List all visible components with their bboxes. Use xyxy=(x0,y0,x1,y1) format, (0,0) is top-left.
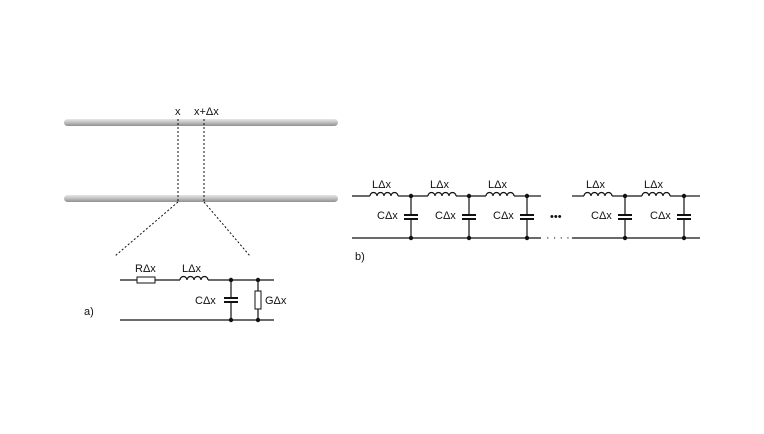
inductor-symbol xyxy=(583,191,613,197)
ellipsis-mark: ••• xyxy=(550,211,562,223)
inductor-label-b: LΔx xyxy=(430,179,449,191)
capacitor-label-b: CΔx xyxy=(493,210,514,222)
inductor-symbol xyxy=(179,275,209,281)
panel-a-circuit xyxy=(120,275,274,323)
junction-node xyxy=(466,193,472,199)
capacitor-label-a: CΔx xyxy=(195,295,216,307)
capacitor-label-b: CΔx xyxy=(650,210,671,222)
capacitor-label-b: CΔx xyxy=(377,210,398,222)
resistor-label: RΔx xyxy=(135,263,156,275)
inductor-symbol xyxy=(369,191,399,197)
junction-node xyxy=(408,235,414,241)
position-x-label: x xyxy=(175,106,181,118)
inductor-label-b: LΔx xyxy=(586,179,605,191)
capacitor-label-b: CΔx xyxy=(435,210,456,222)
capacitor-label-b: CΔx xyxy=(591,210,612,222)
inductor-label-b: LΔx xyxy=(488,179,507,191)
inductor-symbol xyxy=(641,191,671,197)
inductor-label-b: LΔx xyxy=(644,179,663,191)
panel-b-label: b) xyxy=(355,251,365,263)
conductance-label: GΔx xyxy=(265,295,287,307)
inductor-label-a: LΔx xyxy=(182,263,201,275)
junction-node xyxy=(681,235,687,241)
panel-a-label: a) xyxy=(84,306,94,318)
junction-node xyxy=(408,193,414,199)
junction-node xyxy=(524,235,530,241)
inductor-symbol xyxy=(427,191,457,197)
line-continuation-dots: · · · · xyxy=(546,232,570,244)
upper-conductor xyxy=(64,119,338,126)
section-markers xyxy=(114,119,251,257)
inductor-symbol xyxy=(485,191,515,197)
transmission-line xyxy=(64,119,338,202)
inductor-label-b: LΔx xyxy=(372,179,391,191)
resistor-symbol xyxy=(136,276,156,284)
junction-node xyxy=(622,193,628,199)
junction-node xyxy=(466,235,472,241)
conductance-symbol xyxy=(254,290,262,310)
lower-conductor xyxy=(64,195,338,202)
junction-node xyxy=(622,235,628,241)
position-x-dx-label: x+Δx xyxy=(194,106,219,118)
